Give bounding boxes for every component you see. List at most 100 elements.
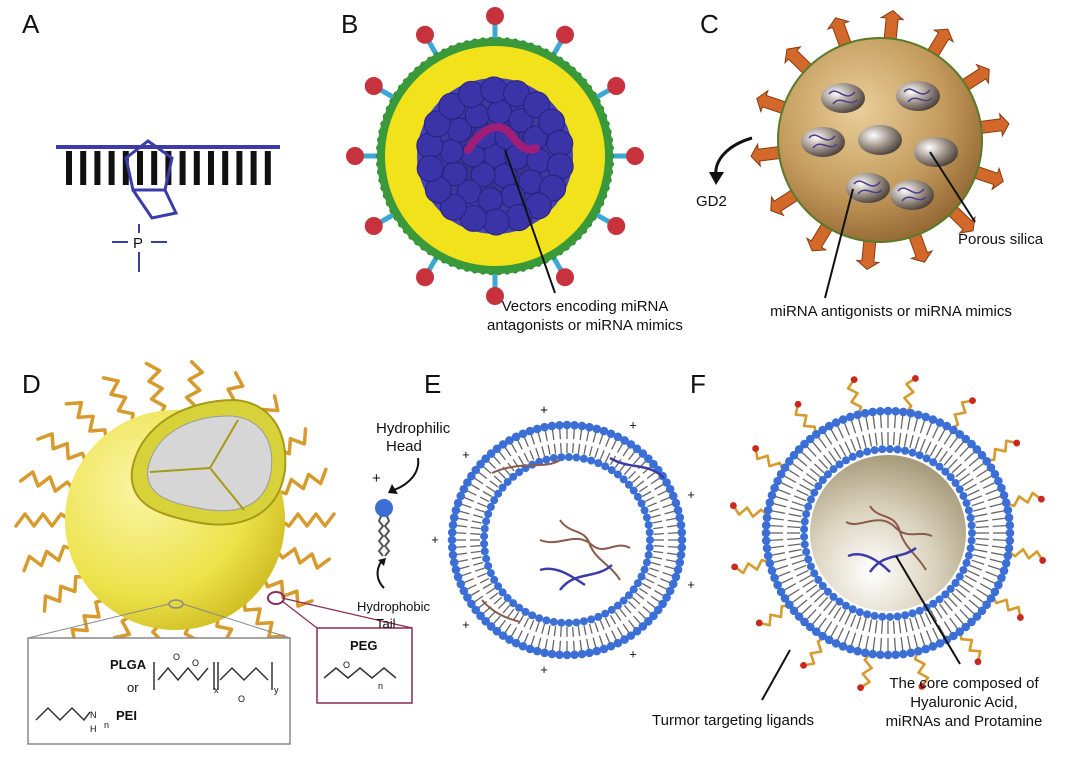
panel-d: D PLGA O O O x y or N H n PEI PE [14,360,413,745]
head-inner [870,611,879,620]
head-outer [577,421,587,431]
head-outer [1003,505,1013,515]
ligand-head [850,376,858,384]
head-outer [1001,498,1011,507]
tail-outer [456,552,467,556]
tail-outer [592,432,597,443]
peg-tail [36,432,89,465]
tail-inner [799,483,812,492]
head-outer [805,622,815,632]
tail-outer [665,559,676,563]
tail-outer [633,615,641,624]
tail-inner [787,519,801,523]
tail-inner [577,626,581,637]
head-inner [800,540,809,549]
head-outer [1005,536,1015,545]
head-outer [649,459,658,469]
spike-head [416,268,434,287]
head-inner [645,543,654,552]
tail-outer [919,632,926,646]
head-inner [579,454,588,463]
capsid-bead [523,91,551,119]
capsid-bead [470,161,496,187]
tail-outer [493,615,501,624]
head-outer [967,617,976,627]
tail-inner [796,569,809,577]
tail-inner [805,473,818,482]
tail-outer [523,633,529,643]
tail-inner [856,616,862,630]
head-outer [784,456,794,466]
ligand-linker [758,604,790,627]
tail-outer [837,425,844,439]
head-inner [601,609,610,618]
head-outer [949,425,958,435]
head-outer [476,611,485,621]
head-outer [638,622,648,631]
head-inner [557,453,566,462]
tail-inner [497,601,506,610]
head-outer [999,566,1009,576]
head-outer [765,559,775,568]
head-outer [671,498,681,508]
peg-label: PEG [350,638,377,653]
tail-inner [862,435,867,448]
head-outer [990,469,1000,479]
head-outer [620,635,629,644]
tail-outer [544,638,548,649]
tail-outer [982,482,996,489]
head-inner [915,606,924,615]
tail-inner [471,520,482,524]
head-outer [773,580,782,590]
head-outer [838,642,848,651]
tail-inner [474,567,485,572]
head-inner [642,558,651,567]
spike-head [626,147,644,165]
head-outer [653,605,663,615]
tail-outer [456,524,467,528]
tail-outer [660,578,670,584]
head-outer [668,491,678,501]
tail-inner [809,588,821,598]
head-outer [784,600,794,610]
head-inner [966,513,975,522]
head-outer [676,520,686,530]
head-inner [480,547,489,556]
core-label-2: Hyaluronic Acid, [910,694,1018,711]
tail-inner [838,609,847,622]
head-outer [967,439,976,449]
head-inner [601,462,610,471]
tail-outer [812,613,822,625]
head-inner [494,489,503,498]
tail-inner [796,489,809,497]
tail-outer [987,495,1001,502]
head-outer [876,406,885,416]
svg-text:O: O [173,652,180,662]
tail-outer [780,482,794,489]
tail-outer [498,451,507,461]
svg-text:n: n [378,681,383,691]
tail-outer [551,429,555,440]
head-outer [935,418,945,427]
tail-outer [968,599,980,609]
head-inner [557,618,566,627]
tail-outer [982,577,996,584]
head-inner [823,470,832,479]
tail-inner [489,480,499,488]
silica-pores [801,81,958,210]
tail-inner [791,559,805,565]
tail-outer [654,483,664,491]
tail-inner [553,443,557,454]
tail-outer [654,589,664,597]
tail-outer [605,633,611,643]
head-inner [929,599,938,608]
shell-cutaway [147,415,273,512]
tail-outer [913,418,918,432]
head-inner [490,575,499,584]
head-inner [549,617,558,626]
head-outer [972,612,982,621]
tail-outer [985,571,998,578]
tail-inner [955,468,967,478]
tail-outer [544,431,548,442]
